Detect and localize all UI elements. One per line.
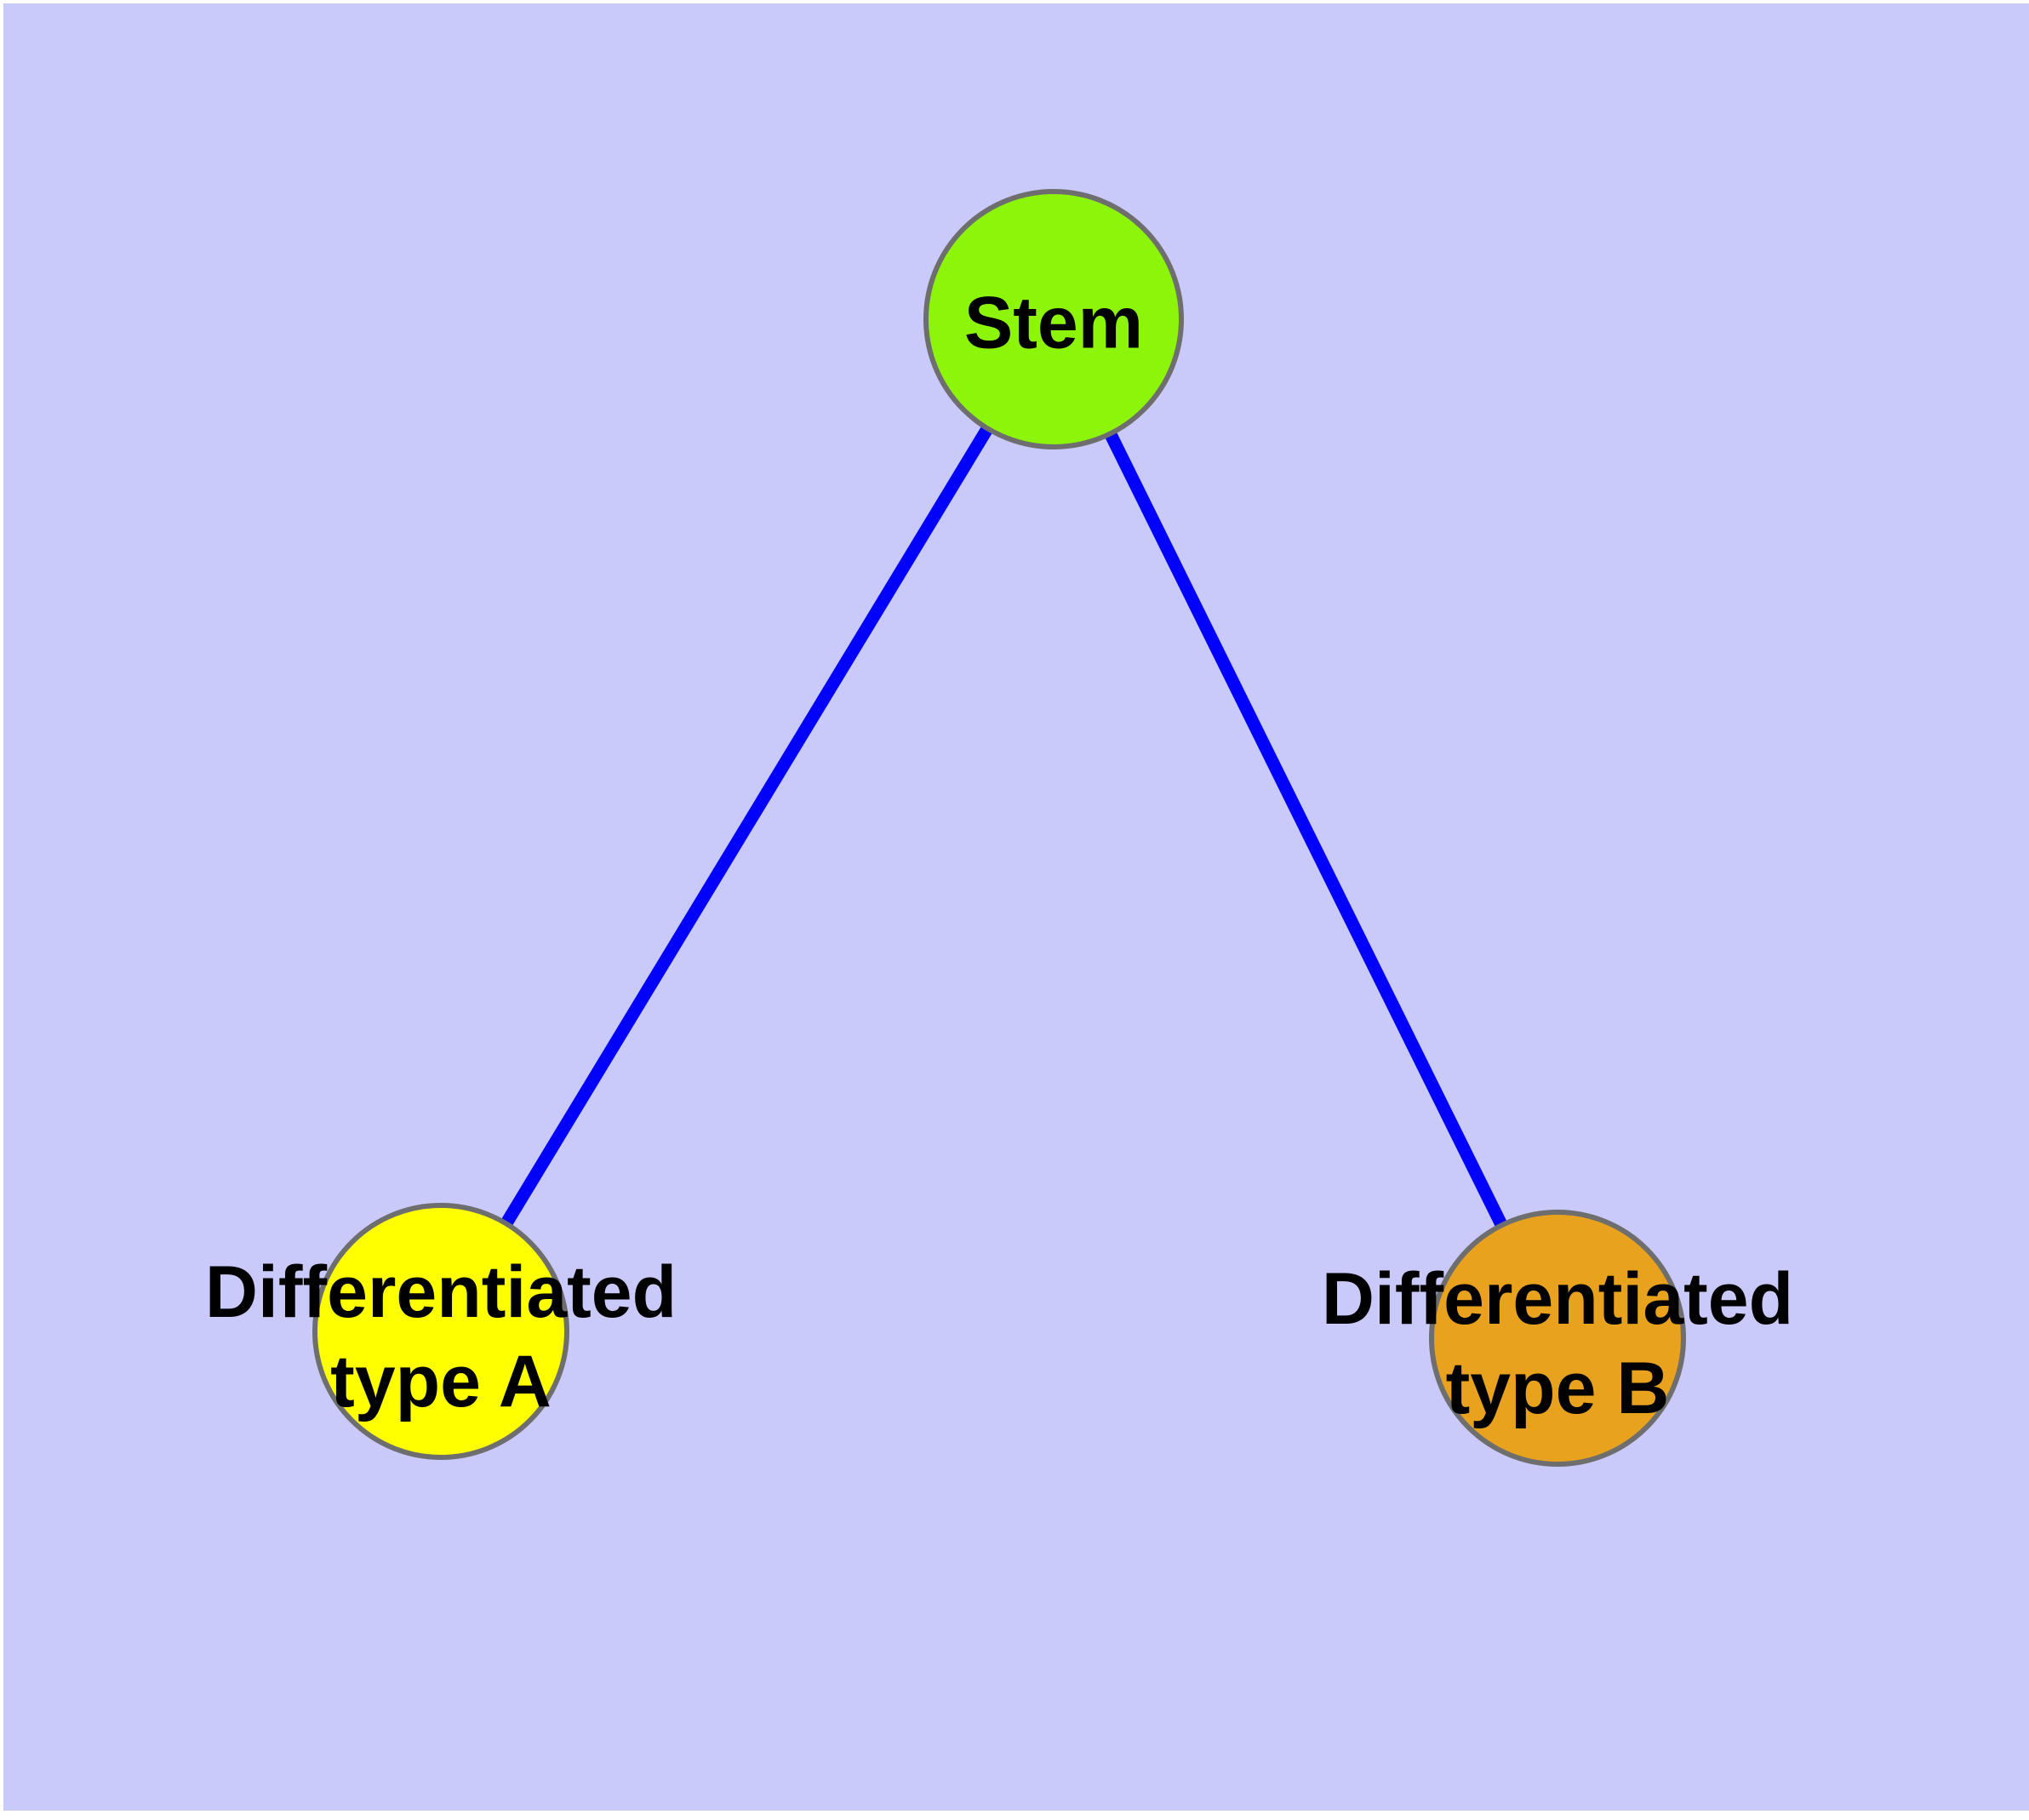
edge-stem-to-type-a xyxy=(435,316,1060,1335)
edge-stem-to-type-b xyxy=(1048,316,1563,1342)
node-stem-label: Stem xyxy=(963,282,1144,364)
node-type-b-label: Differentiated type B xyxy=(1321,1258,1794,1429)
node-type-a-label: Differentiated type A xyxy=(204,1251,677,1422)
node-type-a-circle xyxy=(312,1203,569,1460)
node-type-b-circle xyxy=(1429,1210,1686,1467)
node-stem-circle xyxy=(923,189,1184,449)
